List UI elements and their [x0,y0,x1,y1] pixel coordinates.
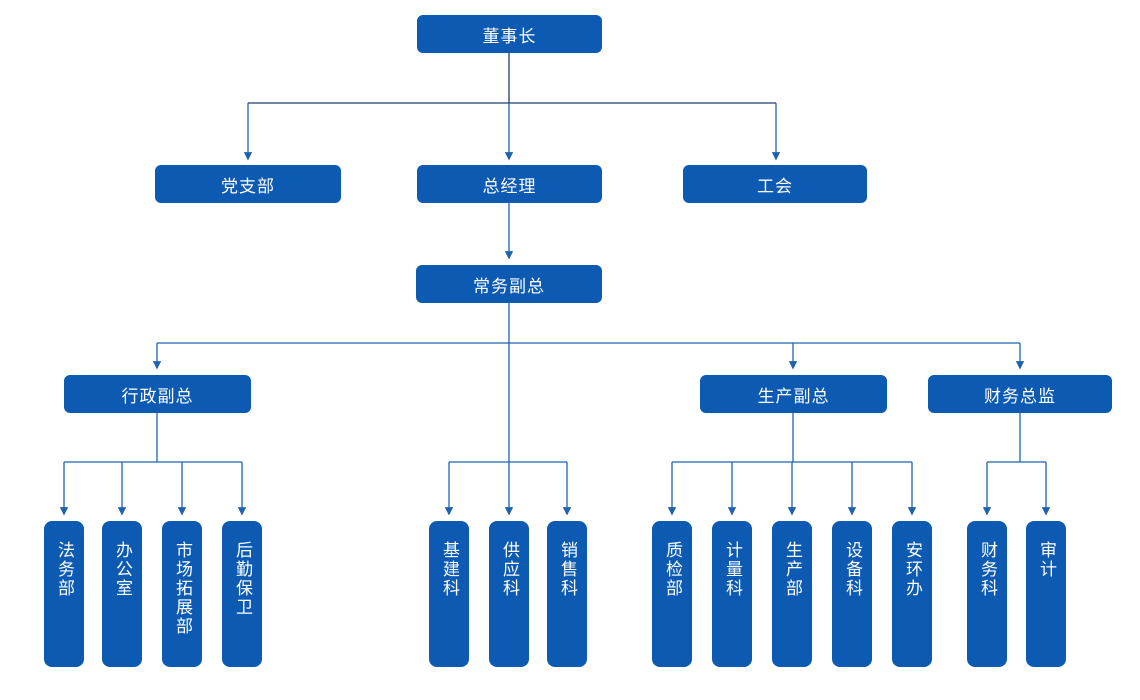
node-party-branch: 党支部 [155,165,341,203]
node-infrastructure-sec: 基建科 [429,521,469,667]
rail-production-vp [672,412,912,463]
node-safety-env-office: 安环办 [892,521,932,667]
node-general-manager: 总经理 [417,165,602,203]
node-finance-director: 财务总监 [928,375,1112,413]
rail-chairman [248,52,776,104]
node-sales-section: 销售科 [547,521,587,667]
node-labor-union: 工会 [683,165,867,203]
node-production-dept: 生产部 [772,521,812,667]
node-quality-dept: 质检部 [652,521,692,667]
node-admin-vp: 行政副总 [64,375,251,413]
node-production-vp: 生产副总 [700,375,887,413]
node-market-dev-dept: 市场拓展部 [162,521,202,667]
node-metrology-section: 计量科 [712,521,752,667]
node-audit: 审计 [1026,521,1066,667]
node-office: 办公室 [102,521,142,667]
node-finance-section: 财务科 [967,521,1007,667]
node-equipment-section: 设备科 [832,521,872,667]
node-logistics-security: 后勤保卫 [222,521,262,667]
rail-executive-vp [157,302,1020,462]
node-legal-dept: 法务部 [44,521,84,667]
node-supply-section: 供应科 [489,521,529,667]
node-chairman: 董事长 [417,15,602,53]
rail-admin-vp [64,413,242,463]
rail-finance-director [987,412,1046,463]
node-executive-vp: 常务副总 [416,265,602,303]
